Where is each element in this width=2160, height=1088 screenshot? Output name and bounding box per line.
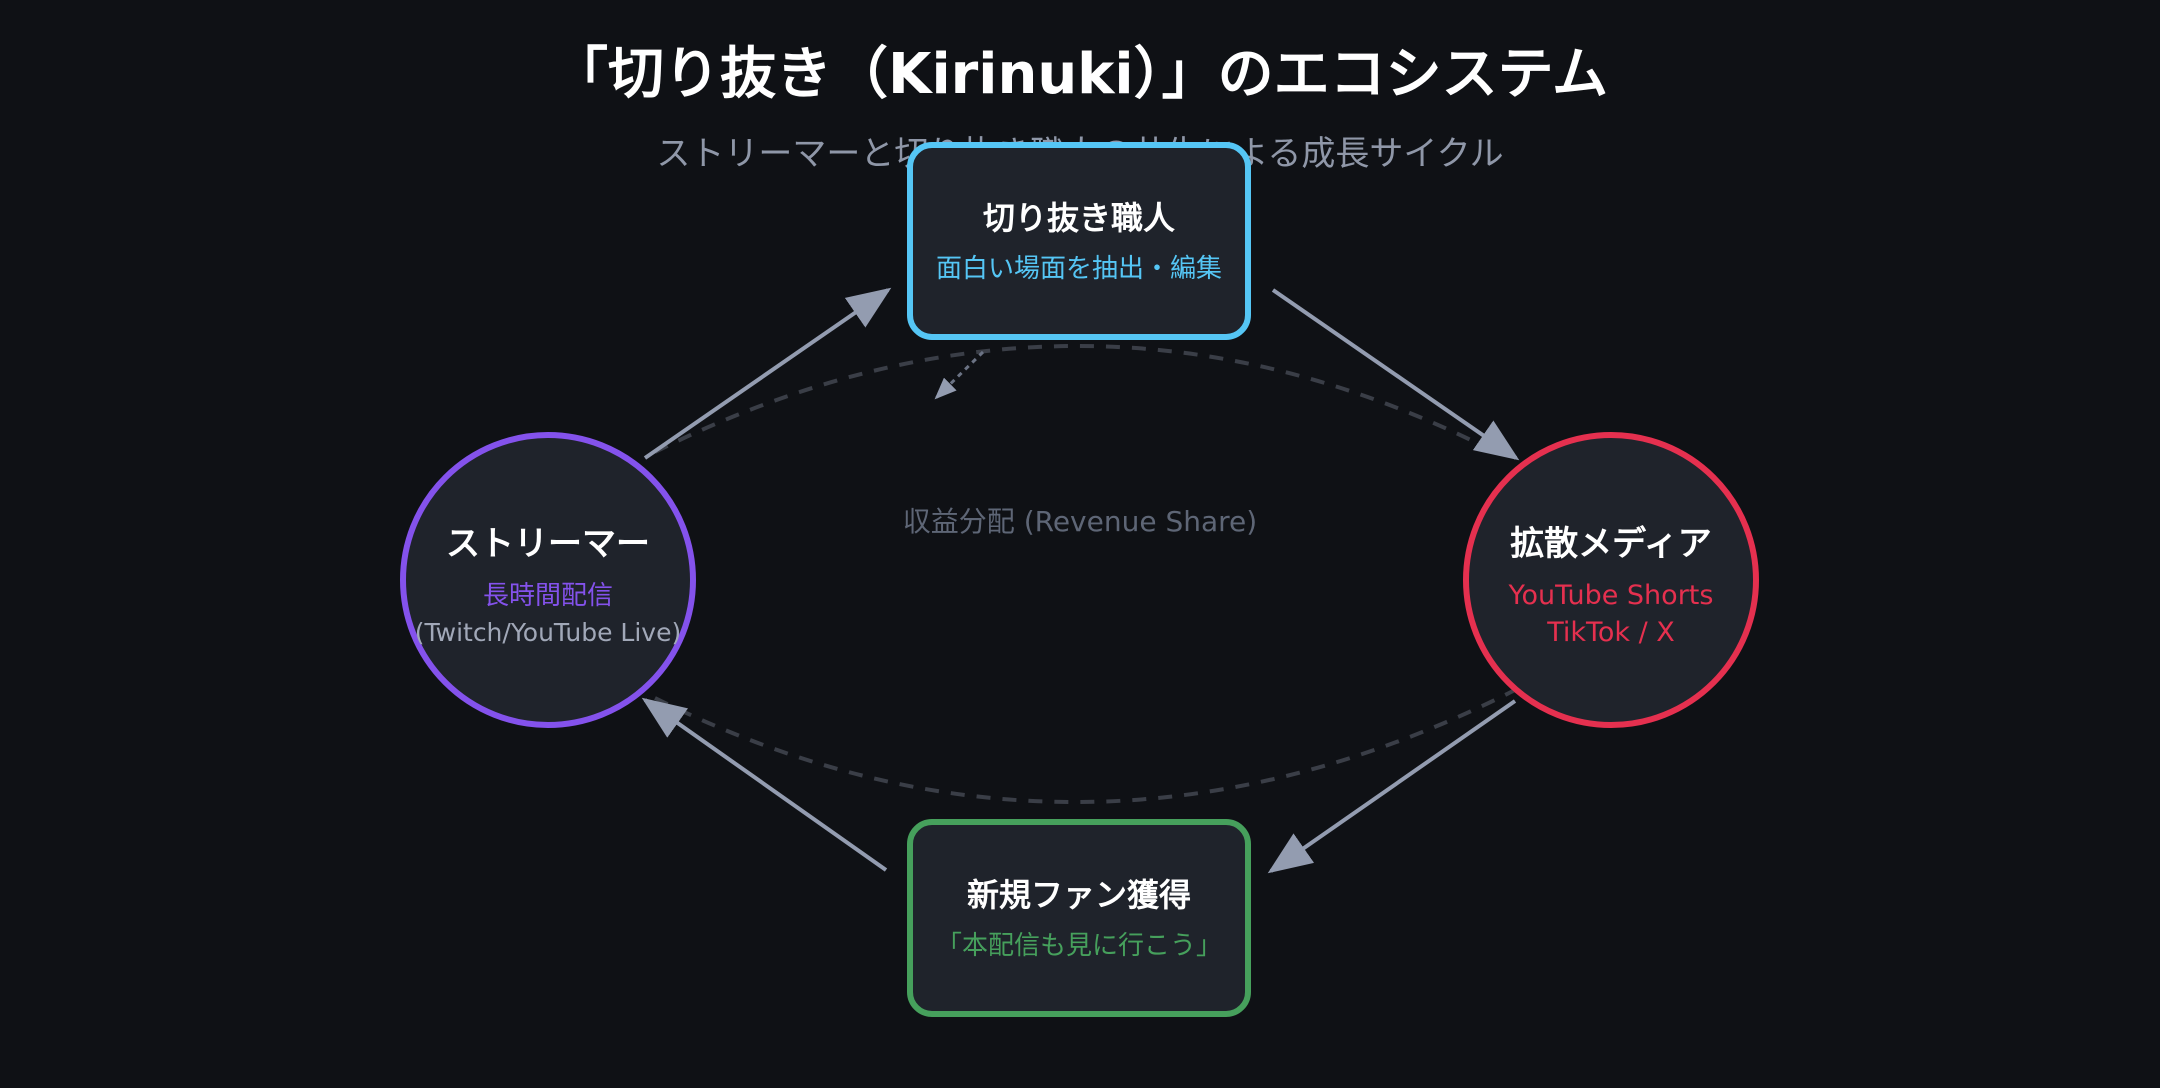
- arrow-fans-to-streamer: [641, 697, 888, 872]
- node-media-circle: [1463, 432, 1759, 728]
- node-media-desc-line2: TikTok / X: [1546, 617, 1675, 648]
- node-streamer: ストリーマー 長時間配信 (Twitch/YouTube Live): [400, 432, 696, 728]
- node-fans-name: 新規ファン獲得: [967, 876, 1191, 914]
- node-fans-box: [907, 819, 1251, 1017]
- node-media: 拡散メディア YouTube Shorts TikTok / X: [1463, 432, 1759, 728]
- arrow-media-to-fans: [1267, 699, 1517, 874]
- arrow-clipper-to-media: [1271, 288, 1520, 461]
- diagram-title: 「切り抜き（Kirinuki）」のエコシステム: [552, 42, 1608, 107]
- node-clipper: 切り抜き職人 面白い場面を抽出・編集: [907, 142, 1251, 340]
- node-fans-desc: 「本配信も見に行こう」: [936, 931, 1222, 961]
- node-streamer-platforms: (Twitch/YouTube Live): [415, 618, 682, 647]
- arrow-streamer-to-clipper: [643, 287, 892, 460]
- node-clipper-name: 切り抜き職人: [983, 199, 1175, 237]
- revenue-share-label: 収益分配 (Revenue Share): [903, 505, 1257, 538]
- revenue-share-dotted-arrow: [934, 350, 985, 400]
- node-clipper-box: [907, 142, 1251, 340]
- node-media-name: 拡散メディア: [1510, 524, 1712, 564]
- node-streamer-circle: [400, 432, 696, 728]
- revenue-share-curve-upper: [654, 344, 1496, 454]
- node-media-desc-line1: YouTube Shorts: [1508, 580, 1714, 611]
- node-streamer-desc: 長時間配信: [483, 581, 613, 611]
- node-fans: 新規ファン獲得 「本配信も見に行こう」: [907, 819, 1251, 1017]
- node-streamer-name: ストリーマー: [446, 524, 650, 564]
- revenue-share-curve-lower: [654, 688, 1516, 805]
- node-clipper-desc: 面白い場面を抽出・編集: [936, 254, 1222, 284]
